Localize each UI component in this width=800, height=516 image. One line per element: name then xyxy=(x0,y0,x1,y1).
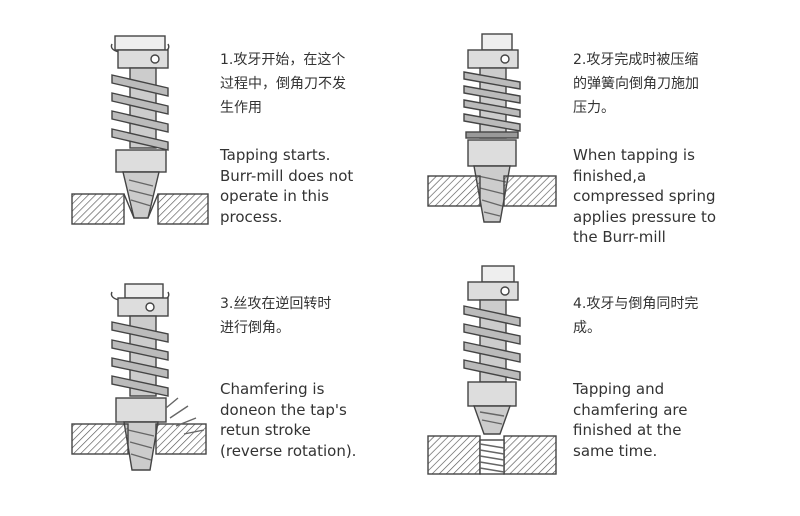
step-1-english-text: Tapping starts. Burr-mill does not opera… xyxy=(220,146,354,226)
step-1-panel: 1.攻牙开始，在这个 过程中，倒角刀不发 生作用 Tapping starts.… xyxy=(0,0,400,258)
step-2-tool-diagram xyxy=(427,33,557,223)
step-3-panel: 3.丝攻在逆回转时 进行倒角。 Chamfering is doneon the… xyxy=(0,258,400,516)
step-3-tool-diagram xyxy=(71,283,207,471)
step-2-chinese-text: 2.攻牙完成时被压缩 的弹簧向倒角刀施加 压力。 xyxy=(573,52,699,116)
step-1-chinese-text: 1.攻牙开始，在这个 过程中，倒角刀不发 生作用 xyxy=(220,52,346,116)
step-2-panel: 2.攻牙完成时被压缩 的弹簧向倒角刀施加 压力。 When tapping is… xyxy=(400,0,800,258)
step-1-tool-diagram xyxy=(71,35,209,225)
step-4-english-text: Tapping and chamfering are finished at t… xyxy=(573,380,688,460)
step-3-english-text: Chamfering is doneon the tap's retun str… xyxy=(220,380,357,460)
step-3-chinese-text: 3.丝攻在逆回转时 进行倒角。 xyxy=(220,296,332,336)
step-4-chinese-text: 4.攻牙与倒角同时完 成。 xyxy=(573,296,699,336)
step-4-panel: 4.攻牙与倒角同时完 成。 Tapping and chamfering are… xyxy=(400,258,800,516)
step-4-tool-diagram xyxy=(427,265,557,475)
step-2-english-text: When tapping is finished,a compressed sp… xyxy=(573,146,716,246)
